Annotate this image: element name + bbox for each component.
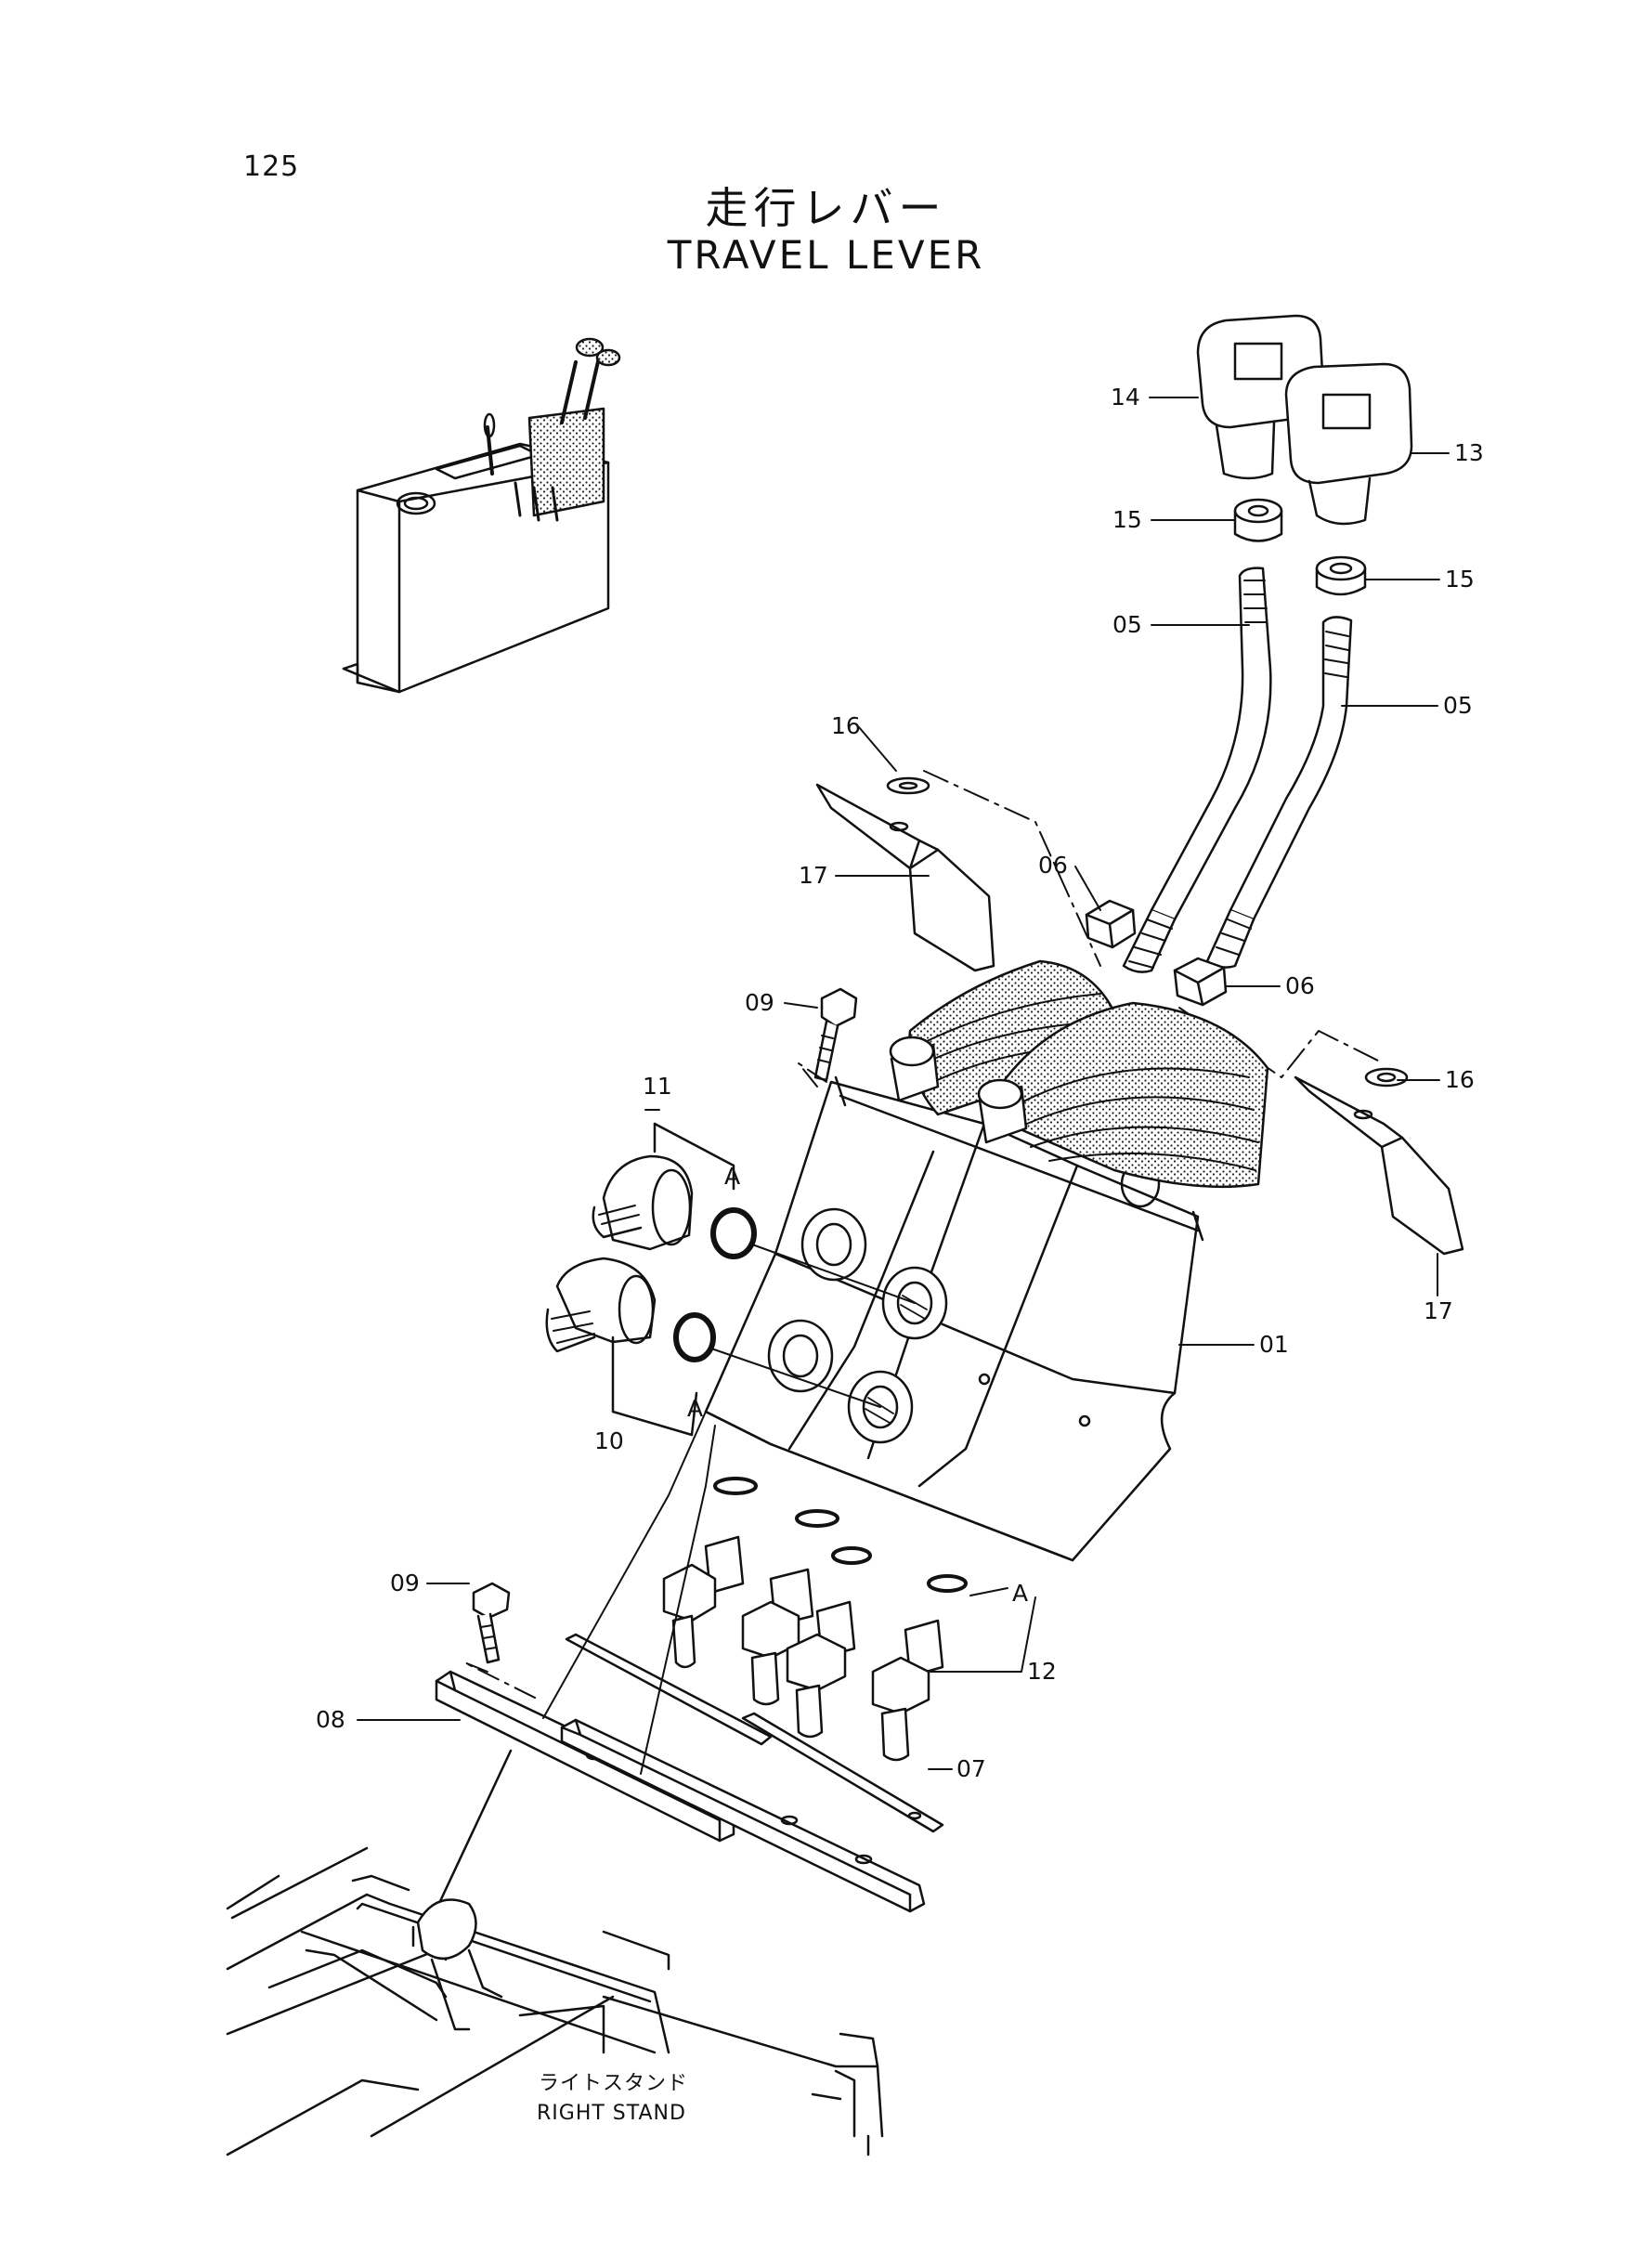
callout-10: 10 xyxy=(594,1427,624,1454)
o-ring-a-middle xyxy=(673,1312,716,1362)
callout-15-right: 15 xyxy=(1445,566,1475,593)
callout-13: 13 xyxy=(1454,439,1484,466)
callout-11: 11 xyxy=(643,1073,672,1100)
washer-16-right xyxy=(1364,1067,1409,1088)
plunger-left xyxy=(889,1036,940,1102)
washer-15-left xyxy=(1233,498,1283,542)
title-english: TRAVEL LEVER xyxy=(667,232,985,278)
page-number: 125 xyxy=(243,150,300,183)
gasket-07-upper xyxy=(565,1633,773,1746)
washer-16-left xyxy=(886,776,930,795)
callout-a-middle: A xyxy=(687,1395,703,1422)
o-rings-lower xyxy=(713,1477,968,1593)
callout-05-left: 05 xyxy=(1112,611,1142,638)
elbow-fitting-10 xyxy=(545,1257,657,1353)
callout-12: 12 xyxy=(1027,1658,1057,1685)
bolt-09-upper xyxy=(813,987,858,1082)
callout-08: 08 xyxy=(316,1706,345,1733)
plate-08-bottom xyxy=(560,1718,926,1913)
lever-05-left xyxy=(1122,567,1272,973)
straight-fittings-12 xyxy=(662,1535,944,1762)
grip-13 xyxy=(1284,362,1413,526)
callout-09-upper: 09 xyxy=(745,989,774,1016)
plunger-right xyxy=(977,1078,1028,1144)
pilot-valve-body-01 xyxy=(704,1075,1204,1562)
callout-labels: 14 13 15 15 05 05 16 17 06 06 09 11 A 16… xyxy=(316,384,1484,1782)
callout-a-upper: A xyxy=(724,1163,740,1190)
title-japanese: 走行レバー xyxy=(705,183,947,233)
callout-14: 14 xyxy=(1111,384,1140,410)
callout-06-right: 06 xyxy=(1285,972,1315,999)
o-ring-a-upper xyxy=(710,1207,757,1259)
rubber-boot-right xyxy=(992,1001,1269,1189)
callout-17-left: 17 xyxy=(799,862,828,889)
console-location-inset xyxy=(342,337,621,694)
gasket-07 xyxy=(741,1712,944,1833)
callout-15-left: 15 xyxy=(1112,506,1142,533)
callout-leaders xyxy=(357,397,1450,1770)
callout-07: 07 xyxy=(956,1755,986,1782)
callout-16-left: 16 xyxy=(831,712,861,739)
inset-travel-lever-highlight xyxy=(514,337,621,522)
callout-05-right: 05 xyxy=(1443,692,1473,719)
nut-06-right xyxy=(1173,957,1228,1007)
bolt-09-lower xyxy=(472,1582,511,1664)
callout-16-right: 16 xyxy=(1445,1066,1475,1093)
nut-06-left xyxy=(1085,899,1137,949)
callout-06-left: 06 xyxy=(1038,852,1068,879)
callout-17-right: 17 xyxy=(1424,1297,1453,1324)
stand-label-english: RIGHT STAND xyxy=(537,2102,686,2125)
elbow-fitting-11 xyxy=(592,1154,694,1251)
stand-label-japanese: ライトスタンド xyxy=(539,2072,688,2095)
plate-17-right xyxy=(1294,1075,1464,1256)
callout-01: 01 xyxy=(1259,1331,1289,1358)
callout-09-lower: 09 xyxy=(390,1570,420,1596)
callout-a-lower: A xyxy=(1012,1580,1028,1607)
washer-15-right xyxy=(1315,555,1367,596)
plate-17-left xyxy=(815,783,995,972)
right-stand-frame xyxy=(226,1846,884,2156)
